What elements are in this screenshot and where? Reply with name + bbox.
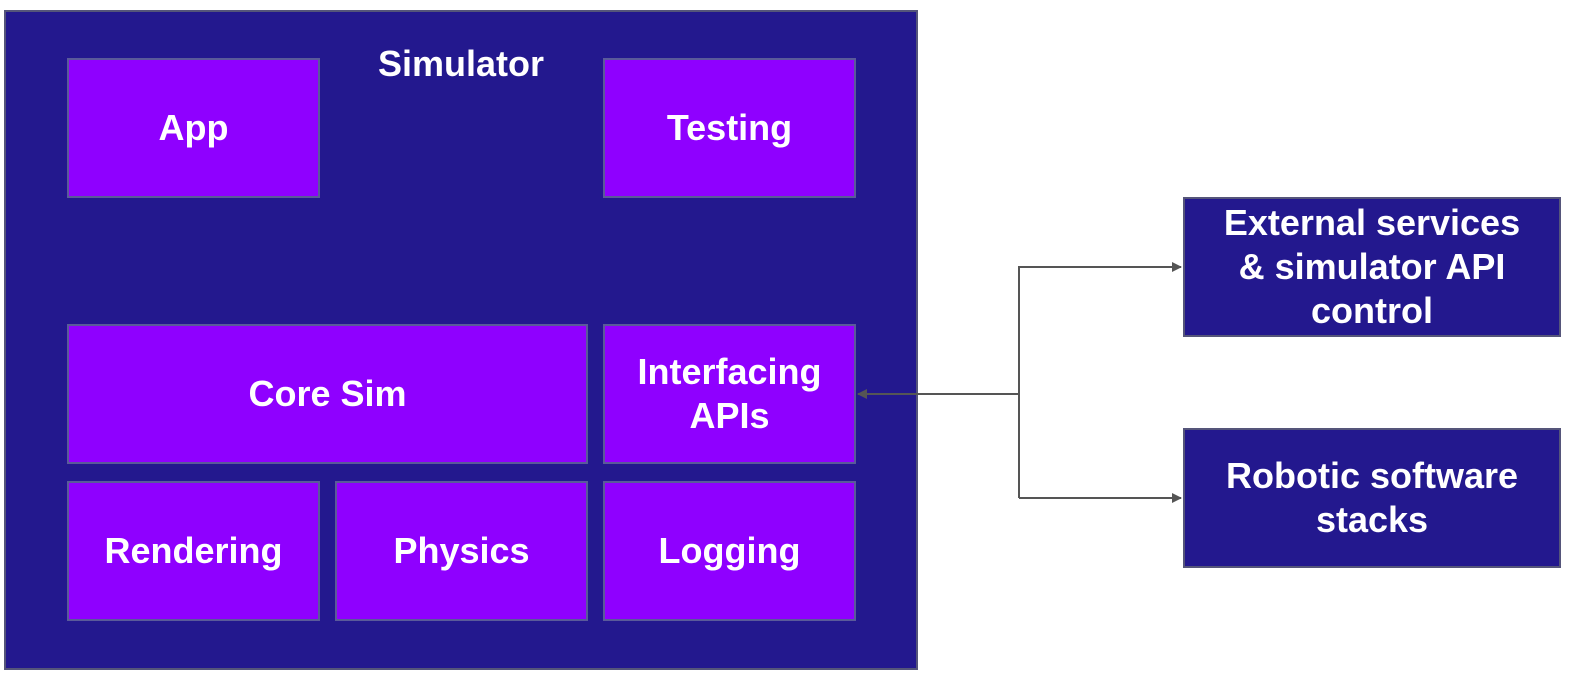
- app-module: App: [67, 58, 320, 198]
- core-sim-module: Core Sim: [67, 324, 588, 464]
- logging-module: Logging: [603, 481, 856, 621]
- robotic-software-stacks-box: Robotic software stacks: [1183, 428, 1561, 568]
- rendering-module: Rendering: [67, 481, 320, 621]
- interfacing-apis-module: Interfacing APIs: [603, 324, 856, 464]
- simulator-title: Simulator: [377, 43, 545, 84]
- external-services-box: External services & simulator API contro…: [1183, 197, 1561, 337]
- physics-module: Physics: [335, 481, 588, 621]
- testing-module: Testing: [603, 58, 856, 198]
